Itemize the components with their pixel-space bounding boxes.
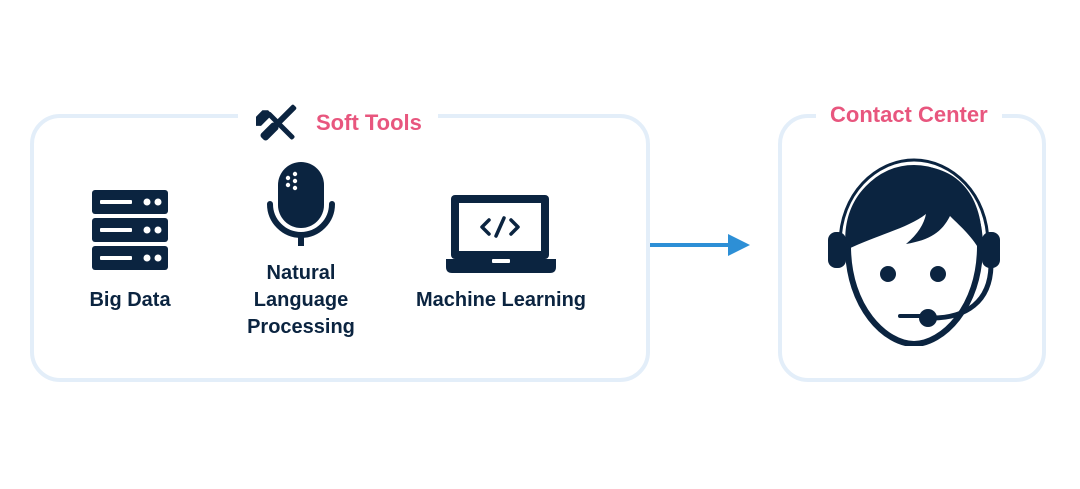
tool-label-nlp-line-1: Natural	[266, 262, 336, 284]
flow-arrow	[648, 230, 752, 260]
server-rack-icon	[92, 190, 168, 270]
tool-label-machine-learning: Machine Learning	[415, 289, 587, 311]
tool-label-nlp-line-3: Processing	[247, 316, 355, 338]
laptop-code-icon	[446, 193, 556, 273]
soft-tools-title: Soft Tools	[238, 101, 438, 145]
tool-label-nlp: Natural Language Processing	[230, 260, 372, 341]
contact-center-title: Contact Center	[816, 101, 1002, 129]
soft-tools-title-text: Soft Tools	[316, 110, 422, 135]
tools-icon	[256, 101, 300, 145]
headset-agent-icon	[826, 158, 1002, 346]
tool-label-nlp-line-2: Language	[253, 289, 349, 311]
microphone-icon	[264, 162, 338, 248]
tool-label-big-data: Big Data	[89, 289, 171, 311]
